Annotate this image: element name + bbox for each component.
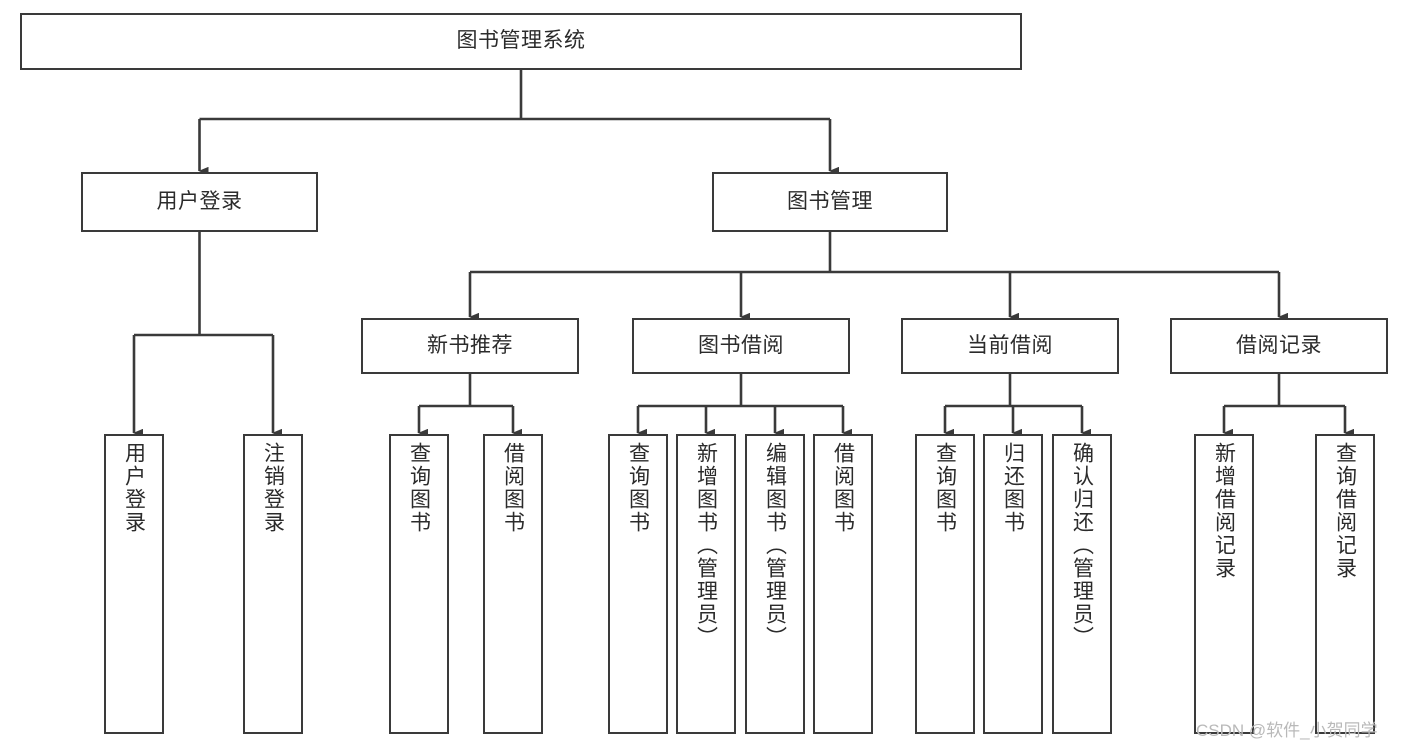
node-leaf-logout[interactable]: 注销登录	[243, 434, 303, 734]
node-label: 查询图书	[933, 442, 957, 534]
node-root[interactable]: 图书管理系统	[20, 13, 1022, 70]
node-label: 新增借阅记录	[1212, 442, 1236, 580]
node-leaf-borrow-book-rec[interactable]: 借阅图书	[483, 434, 543, 734]
node-label: 当前借阅	[967, 333, 1053, 357]
node-new-book-rec[interactable]: 新书推荐	[361, 318, 579, 374]
node-borrow-record[interactable]: 借阅记录	[1170, 318, 1388, 374]
node-label: 确认归还（管理员）	[1070, 442, 1094, 649]
node-leaf-query-book-current[interactable]: 查询图书	[915, 434, 975, 734]
node-leaf-user-login[interactable]: 用户登录	[104, 434, 164, 734]
node-user-login[interactable]: 用户登录	[81, 172, 318, 232]
node-label: 新增图书（管理员）	[694, 442, 718, 649]
node-label: 用户登录	[156, 189, 243, 213]
node-leaf-query-book-borrow[interactable]: 查询图书	[608, 434, 668, 734]
node-book-borrow[interactable]: 图书借阅	[632, 318, 850, 374]
node-label: 借阅记录	[1236, 333, 1322, 357]
node-leaf-confirm-return-admin[interactable]: 确认归还（管理员）	[1052, 434, 1112, 734]
node-leaf-query-borrow-record[interactable]: 查询借阅记录	[1315, 434, 1375, 734]
node-label: 查询图书	[407, 442, 431, 534]
node-leaf-add-borrow-record[interactable]: 新增借阅记录	[1194, 434, 1254, 734]
node-label: 查询图书	[626, 442, 650, 534]
node-label: 借阅图书	[831, 442, 855, 534]
node-label: 归还图书	[1001, 442, 1025, 534]
node-label: 注销登录	[261, 442, 285, 534]
node-label: 借阅图书	[501, 442, 525, 534]
node-label: 编辑图书（管理员）	[763, 442, 787, 649]
node-book-manage[interactable]: 图书管理	[712, 172, 948, 232]
node-label: 查询借阅记录	[1333, 442, 1357, 580]
node-label: 新书推荐	[427, 333, 513, 357]
node-label: 图书借阅	[698, 333, 784, 357]
node-current-borrow[interactable]: 当前借阅	[901, 318, 1119, 374]
node-label: 用户登录	[122, 442, 146, 534]
node-label: 图书管理	[787, 189, 873, 213]
node-leaf-return-book[interactable]: 归还图书	[983, 434, 1043, 734]
node-leaf-query-book-rec[interactable]: 查询图书	[389, 434, 449, 734]
node-label: 图书管理系统	[456, 29, 586, 53]
node-leaf-edit-book-admin[interactable]: 编辑图书（管理员）	[745, 434, 805, 734]
node-leaf-add-book-admin[interactable]: 新增图书（管理员）	[676, 434, 736, 734]
node-leaf-borrow-book[interactable]: 借阅图书	[813, 434, 873, 734]
